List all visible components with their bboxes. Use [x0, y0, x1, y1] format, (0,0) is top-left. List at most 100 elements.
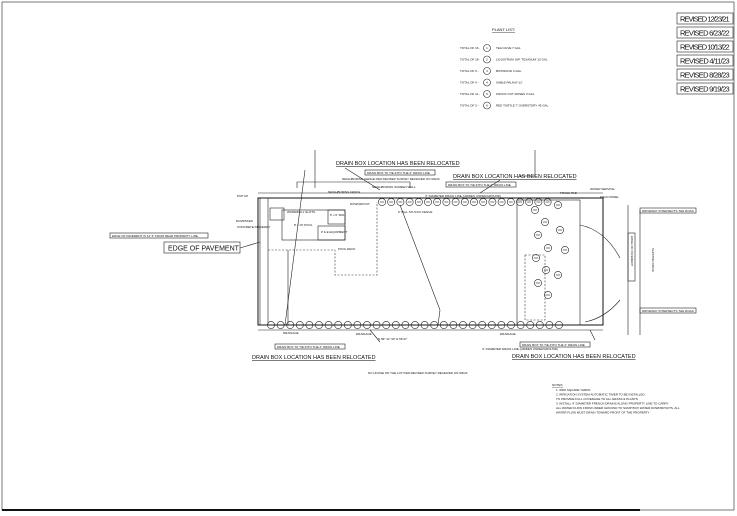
drainage-label-1: DRAINAGE: [283, 331, 299, 335]
plant-symbol: [363, 321, 371, 329]
plant-symbol: [305, 321, 314, 329]
plant-symbol: [378, 198, 386, 206]
revision-label: REVISED 8/28/23: [680, 71, 730, 80]
plant-list-row: TOTAL OF 16 - 1 TEA OLIVE 7 GAL: [460, 44, 521, 52]
bearing-label: N 89° 22' 30" E 58.37': [378, 337, 408, 341]
plant-symbol: [532, 254, 540, 262]
plant-symbol: [424, 198, 432, 206]
notes-title: NOTES:: [552, 383, 563, 387]
plant-symbol-number: 6: [486, 104, 488, 108]
plant-symbol: [468, 321, 477, 329]
plant-symbol: [315, 321, 323, 329]
driveway-intersect-top: DRIVEWAY INTERSECTS THE ROAD: [642, 209, 695, 213]
plant-symbol: [488, 198, 497, 206]
drain-notice-top-left: DRAIN BOX LOCATION HAS BEEN RELOCATED: [336, 161, 460, 167]
revision-label: REVISED 4/11/23: [680, 57, 730, 66]
plant-symbol: [460, 198, 469, 206]
plant-symbol-icon: [483, 55, 491, 64]
equipment-label: P & E EQUIPMENT: [321, 230, 347, 234]
plant-name: BOXWOOD 3 GAL: [496, 69, 522, 73]
plant-list-row: TOTAL OF 3 - 6 RED TURTLE 7' OVERSTORY 45 …: [460, 101, 549, 110]
plant-symbol: [554, 271, 562, 279]
plant-symbol: [544, 244, 552, 252]
waterfall-label: WATERFALL SLOTS: [287, 210, 315, 214]
plant-symbol: [541, 218, 549, 226]
plant-symbol: [534, 198, 543, 206]
plant-symbol: [506, 198, 515, 206]
drain-callout-top-right: DRAIN BOX TO TIE INTO THE 4" DRAIN LINE: [448, 183, 511, 187]
pool-label: 8' x 16' POOL: [294, 223, 313, 227]
plant-symbol: [391, 321, 400, 329]
plant-name: RED TURTLE 7' OVERSTORY 45 GAL: [496, 104, 549, 108]
plant-name: TEA OLIVE 7 GAL: [496, 46, 521, 50]
pool-outline: [281, 209, 346, 241]
plant-symbol: [353, 321, 362, 329]
drain-notice-bottom-left: DRAIN BOX LOCATION HAS BEEN RELOCATED: [252, 355, 376, 361]
plant-symbol: [267, 321, 275, 329]
revision-label: REVISED 9/19/23: [680, 85, 730, 94]
drain-callout-top: DRAIN BOX TO TIE INTO THE 4" DRAIN LINE: [367, 171, 430, 175]
plant-symbol: [497, 198, 506, 206]
plant-symbol: [286, 321, 295, 329]
plan-linework: [239, 150, 641, 343]
plant-symbol: [449, 321, 458, 329]
plant-qty: TOTAL OF 16 -: [460, 46, 480, 50]
downspout-label: DOWNSPOUT: [350, 202, 370, 206]
pop-up-label: POP UP: [237, 194, 248, 198]
water-service-label: WATER SERVICE: [590, 187, 614, 191]
plant-symbol: [507, 321, 515, 329]
revision-box: [676, 68, 734, 81]
french-drain-bottom: 4" DIAMETER DRAIN LINE (HIDDEN UNDERGROU…: [482, 347, 558, 351]
note-line: ALL WATER FLOW FROM UNDER GROUND TO SUMP…: [556, 406, 680, 410]
revision-box: [676, 26, 734, 39]
plant-symbol-number: 2: [486, 58, 488, 62]
plant-symbol: [516, 198, 524, 206]
plant-symbol: [334, 321, 343, 329]
driveway-intersect-bottom: DRIVEWAY INTERSECTS THE ROAD: [642, 309, 695, 313]
note-line: 2. IRRIGATION SYSTEM AUTOMATIC TIMER TO …: [556, 393, 645, 397]
plant-symbol: [561, 246, 569, 254]
plant-symbol: [459, 321, 467, 329]
pool-deck-label: POOL DECK: [338, 247, 355, 251]
plant-symbol: [487, 321, 496, 329]
no-house-note: NO HOUSE ON THE LOT PER REVISED SURVEY R…: [368, 371, 468, 375]
neighbor-fence-label: NEIGHBORING FENCE: [328, 190, 360, 194]
plant-symbol: [411, 321, 419, 329]
drainage-label-3: DRAINAGE: [500, 332, 516, 336]
plant-symbol-icon: [483, 67, 491, 75]
plant-symbol: [497, 321, 506, 329]
plant-symbol: [343, 321, 352, 329]
plant-symbol: [554, 201, 562, 209]
neighbor-hedge-label: NEIGHBORING HEDGE PER REVISED SURVEY REC…: [342, 177, 440, 181]
plant-symbol-number: 3: [486, 69, 488, 73]
spa-label: 6' x 6' SPA: [330, 213, 344, 217]
plant-symbol: [525, 198, 534, 206]
plant-symbol-icon: [483, 44, 491, 52]
plant-symbol: [544, 291, 552, 299]
pool-deck-outline: [268, 202, 378, 276]
plan-labels: DRAIN BOX LOCATION HAS BEEN RELOCATED DR…: [109, 161, 697, 375]
road-edge-label: EDGE OF PAVEMENT: [630, 236, 634, 267]
plant-symbol: [478, 321, 487, 329]
plant-symbol: [414, 198, 423, 206]
note-line: 3. INSTALL 4" DIAMETER FRENCH DRAINS ALO…: [556, 402, 669, 406]
plant-symbol-number: 1: [486, 46, 488, 50]
revision-box: [676, 40, 734, 53]
plant-symbol: [479, 198, 488, 206]
plant-list-title: PLANT LIST:: [492, 27, 515, 32]
french-drain-top: 4" DIAMETER DRAIN LINE (HIDDEN UNDERGROU…: [425, 194, 501, 198]
edge-of-pavement-label: EDGE OF PAVEMENT: [168, 246, 240, 253]
plant-qty: TOTAL OF 3 -: [460, 104, 479, 108]
drainage-label-2: DRAINAGE: [356, 332, 372, 336]
plant-symbol: [451, 198, 460, 206]
revision-label: REVISED 12/23/21: [680, 15, 730, 24]
plant-symbol: [295, 321, 304, 329]
spa-outline: [327, 209, 346, 225]
field-panel-label: FIELD PANEL: [600, 195, 619, 199]
plant-symbol: [543, 198, 552, 206]
